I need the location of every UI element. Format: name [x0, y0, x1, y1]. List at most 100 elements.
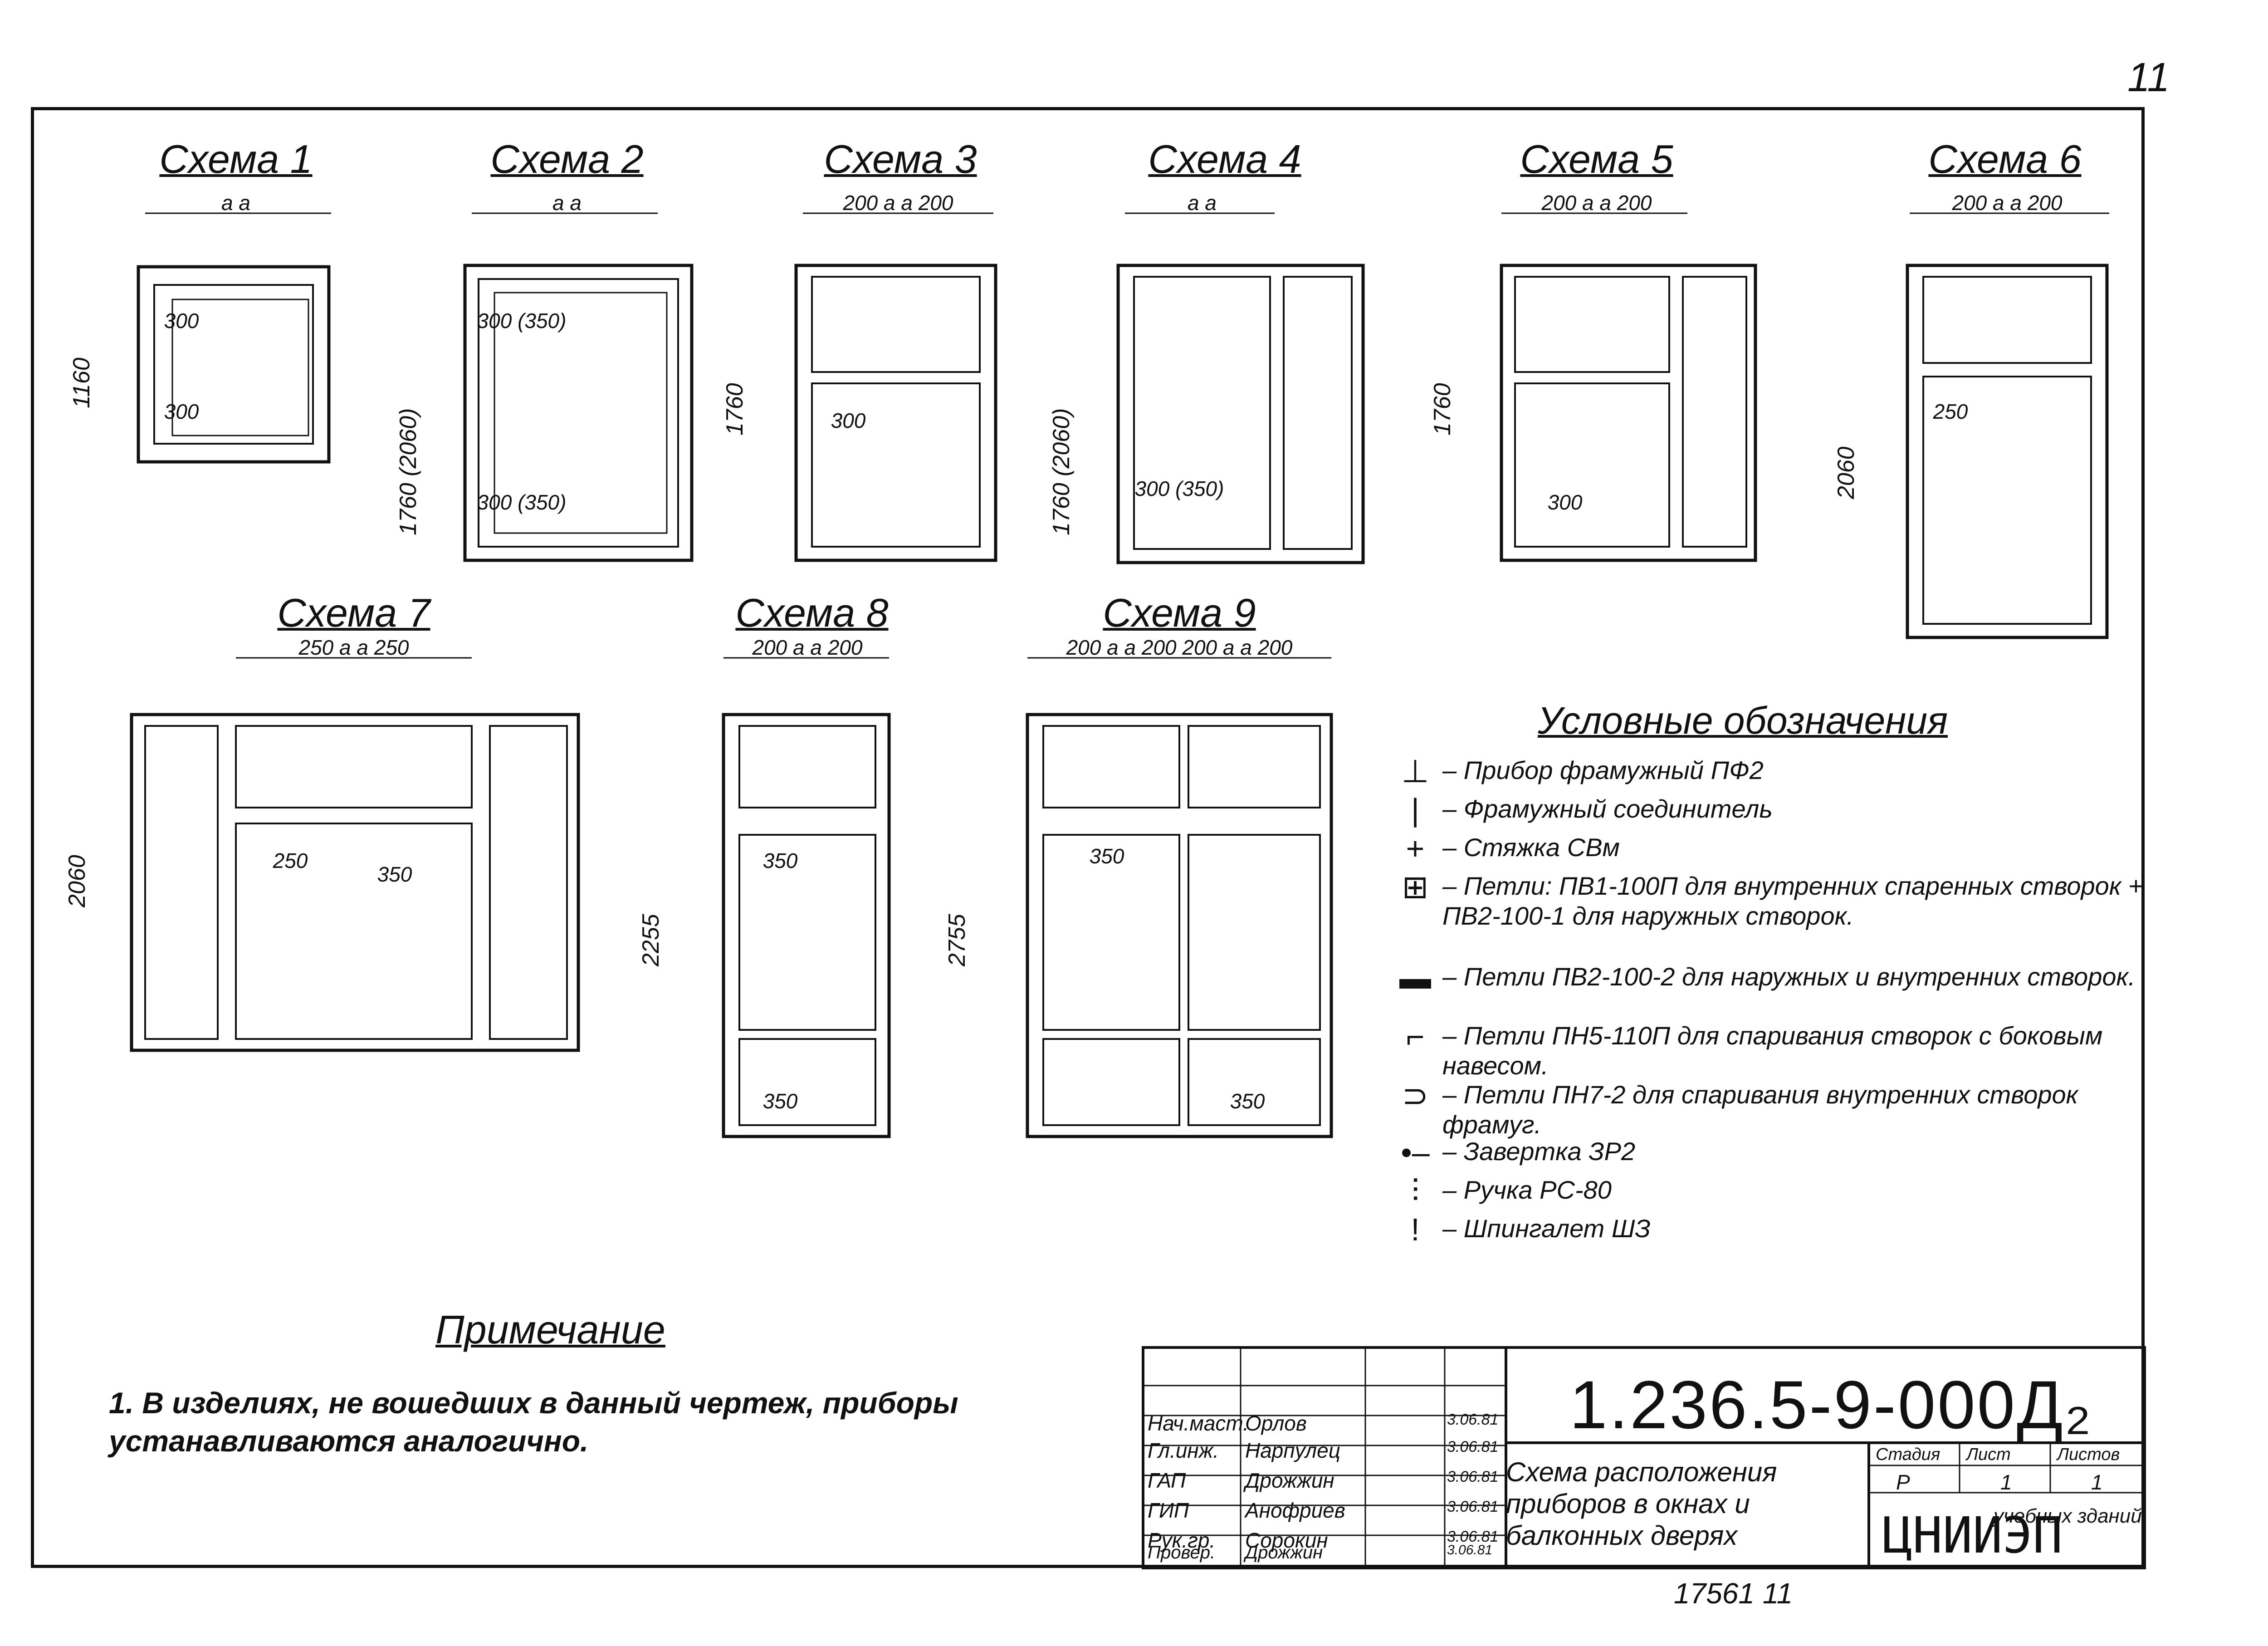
scheme-3-height: 1760 [722, 383, 748, 436]
legend-text: – Петли ПВ2-100-2 для наружных и внутрен… [1442, 962, 2136, 991]
tb-sheet: 1 [2000, 1470, 2012, 1494]
legend-item: ⌐ – Петли ПН5-110П для спаривания створок… [1388, 1021, 2159, 1081]
tb-date: 3.06.81 [1447, 1438, 1499, 1455]
scheme-4-top-dims: а а [1188, 191, 1217, 215]
connector-icon: | [1411, 792, 1420, 828]
scheme-8-dim-350: 350 [763, 849, 798, 872]
scheme-6-top-dims: 200 а а 200 [1952, 191, 2063, 215]
side-hinge-icon: ⌐ [1406, 1019, 1425, 1054]
legend-item: | – Фрамужный соединитель [1388, 794, 2159, 826]
scheme-3-title: Схема 3 [824, 137, 977, 181]
latch-icon: •– [1401, 1135, 1430, 1170]
tb-sheet-label: Лист [1966, 1445, 2011, 1464]
note-title: Примечание [435, 1307, 665, 1352]
scheme-3-drawing [794, 212, 997, 562]
scheme-7-dim-350: 350 [377, 862, 412, 886]
scheme-6-dim-250: 250 [1933, 400, 1968, 423]
legend-item: •– – Завертка ЗР2 [1388, 1137, 2159, 1168]
legend-text: – Стяжка СВм [1442, 833, 1620, 862]
scheme-5-dim-300: 300 [1547, 490, 1583, 514]
scheme-1-top-dims: а а [221, 191, 250, 215]
scheme-9-top-dims: 200 а а 200 200 а а 200 [1066, 636, 1293, 659]
scheme-8-title: Схема 8 [735, 590, 889, 635]
tb-sheets: 1 [2091, 1470, 2103, 1494]
scheme-4-dim-300: 300 (350) [1134, 477, 1224, 500]
footer-number: 17561 11 [1674, 1577, 1793, 1610]
scheme-3-top-dims: 200 а а 200 [843, 191, 953, 215]
legend-text: – Прибор фрамужный ПФ2 [1442, 756, 1764, 784]
drawing-frame [31, 107, 2145, 1568]
tb-date: 3.06.81 [1447, 1468, 1499, 1485]
scheme-8-top-dims: 200 а а 200 [752, 636, 863, 659]
legend-item: ⊞ – Петли: ПВ1-100П для внутренних спарен… [1388, 871, 2159, 931]
scheme-8-dim-350b: 350 [763, 1089, 798, 1113]
title-block: Нач.маст. Орлов 3.06.81 Гл.инж. Нарпулец… [1143, 1347, 2145, 1568]
legend-item: + – Стяжка СВм [1388, 833, 2159, 864]
scheme-2-height: 1760 (2060) [395, 408, 421, 535]
tb-sheets-label: Листов [2057, 1445, 2120, 1464]
tb-name: Дрожжин [1245, 1469, 1334, 1492]
scheme-1-title: Схема 1 [159, 137, 313, 181]
legend-text: – Завертка ЗР2 [1442, 1137, 1636, 1166]
title-block-grid [1142, 1346, 2146, 1569]
tb-stage: Р [1896, 1470, 1910, 1494]
scheme-9-dim-350b: 350 [1230, 1089, 1265, 1113]
tb-stage-label: Стадия [1876, 1445, 1941, 1464]
legend-title: Условные обозначения [1538, 699, 1948, 742]
bolt-icon: ! [1411, 1212, 1420, 1247]
scheme-4-title: Схема 4 [1148, 137, 1301, 181]
hinge-outer-icon: ▬ [1399, 960, 1431, 995]
scheme-1-dim-300b: 300 [164, 400, 199, 423]
transom-hinge-icon: ⊃ [1402, 1078, 1429, 1113]
scheme-9-title: Схема 9 [1103, 590, 1256, 635]
scheme-9-drawing [1026, 657, 1333, 1138]
legend-text: – Петли: ПВ1-100П для внутренних спаренн… [1442, 872, 2143, 930]
frame-device-icon: ⊥ [1401, 754, 1429, 789]
tb-name: Нарпулец [1245, 1439, 1341, 1462]
scheme-4-drawing [1116, 212, 1365, 564]
scheme-5-drawing [1500, 212, 1757, 562]
scheme-2-dim-300: 300 (350) [477, 309, 567, 333]
tb-date: 3.06.81 [1447, 1498, 1499, 1515]
scheme-8-height: 2255 [638, 914, 664, 966]
scheme-7-height: 2060 [64, 855, 90, 907]
organization: ЦНИИЭП [1882, 1506, 2063, 1564]
scheme-5-title: Схема 5 [1520, 137, 1673, 181]
scheme-6-title: Схема 6 [1928, 137, 2082, 181]
scheme-7-dim-250: 250 [273, 849, 308, 872]
scheme-2-top-dims: а а [552, 191, 582, 215]
scheme-2-dim-300b: 300 (350) [477, 490, 567, 514]
legend-text: – Ручка РС-80 [1442, 1176, 1612, 1204]
scheme-5-top-dims: 200 а а 200 [1541, 191, 1652, 215]
document-code: 1.236.5-9-000Д₂ [1569, 1367, 2093, 1443]
legend-text: – Петли ПН7-2 для спаривания внутренних … [1442, 1080, 2078, 1139]
tb-name: Сорокин [1245, 1528, 1328, 1552]
legend-text: – Фрамужный соединитель [1442, 794, 1773, 823]
tb-name: Орлов [1245, 1411, 1307, 1435]
tb-role: Нач.маст. [1148, 1411, 1249, 1435]
scheme-8-drawing [722, 657, 891, 1138]
scheme-7-top-dims: 250 а а 250 [298, 636, 409, 659]
tb-role: ГИП [1148, 1499, 1189, 1522]
tb-role: Гл.инж. [1148, 1439, 1219, 1462]
legend-text: – Петли ПН5-110П для спаривания створок … [1442, 1021, 2103, 1080]
legend-item: ⊃ – Петли ПН7-2 для спаривания внутренних… [1388, 1080, 2159, 1140]
scheme-2-title: Схема 2 [490, 137, 644, 181]
note-text: 1. В изделиях, не вошедших в данный черт… [109, 1386, 958, 1458]
tb-date: 3.06.81 [1447, 1528, 1499, 1545]
scheme-7-title: Схема 7 [277, 590, 430, 635]
tb-role: Провер. [1148, 1543, 1216, 1563]
scheme-3-dim-300: 300 [831, 409, 866, 432]
hinge-icon: ⊞ [1402, 869, 1429, 905]
legend-item: ▬ – Петли ПВ2-100-2 для наружных и внутре… [1388, 962, 2159, 994]
legend-item: ⊥ – Прибор фрамужный ПФ2 [1388, 755, 2159, 787]
scheme-5-height: 1760 [1429, 383, 1456, 436]
tb-date: 3.06.81 [1447, 1411, 1499, 1428]
scheme-9-dim-350: 350 [1089, 844, 1124, 868]
tb-role: Рук.гр. [1148, 1528, 1216, 1552]
legend-item: ⫶– Ручка РС-80 [1388, 1175, 2159, 1207]
tb-date: 3.06.81 [1447, 1543, 1493, 1558]
tb-role: ГАП [1148, 1469, 1186, 1492]
scheme-1-dim-300: 300 [164, 309, 199, 333]
tie-icon: + [1406, 831, 1425, 866]
